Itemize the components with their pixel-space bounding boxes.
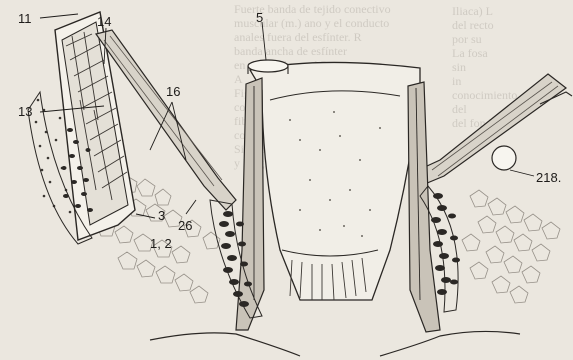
external-sphincter-right [431, 193, 460, 295]
callout-14: 14 [97, 14, 111, 29]
callout-16: 16 [166, 84, 180, 99]
callout-218: 218. [536, 170, 561, 185]
callout-11: 11 [18, 11, 32, 26]
callout-13: 13 [18, 104, 32, 119]
callout-5: 5 [256, 10, 263, 25]
rectal-wall-right [408, 82, 440, 332]
rectum [250, 62, 420, 300]
nerve-cross-section [492, 146, 516, 170]
perineum-outline [150, 331, 520, 356]
callout-26: 26 [178, 218, 192, 233]
callout-3: 3 [158, 208, 165, 223]
callout-1-2: 1, 2 [150, 236, 172, 251]
fat-tissue-right [462, 190, 560, 303]
